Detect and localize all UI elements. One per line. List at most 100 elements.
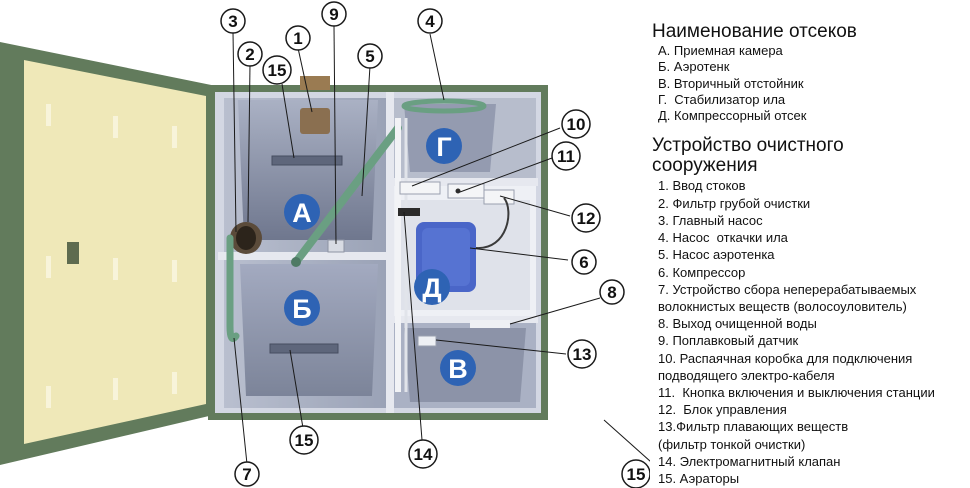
leader-line [232, 31, 237, 233]
callout-15: 15 [621, 459, 650, 488]
callout-2: 2 [237, 41, 263, 67]
compartment-item: Б. Аэротенк [658, 59, 730, 75]
callout-6: 6 [571, 249, 597, 275]
callout-9-number: 9 [329, 5, 338, 24]
coarse-filter-opening [236, 226, 256, 250]
fine-filter [417, 335, 437, 347]
callout-13: 13 [567, 339, 597, 369]
leader-line [361, 65, 371, 197]
leader-line [429, 33, 445, 101]
door-vent-slot [46, 386, 51, 408]
device-item: 7. Устройство сбора неперерабатываемых в… [658, 281, 917, 314]
door-vent-slot [113, 378, 118, 400]
aerotank-pump-head [291, 257, 301, 267]
leader-line [297, 47, 313, 113]
callout-13-number: 13 [573, 345, 592, 364]
legend-panel: Наименование отсеков А. Приемная камера … [652, 22, 968, 487]
solenoid-valve [398, 208, 420, 216]
callout-1: 1 [285, 25, 311, 51]
door-panel [24, 60, 206, 444]
partition-vertical [386, 92, 394, 413]
zone-b-label: Б [292, 294, 311, 324]
leader-line [603, 419, 650, 462]
callout-11-number: 11 [557, 147, 575, 166]
device-item: 12. Блок управления [658, 402, 787, 418]
compartment-b-back-wall [240, 264, 378, 396]
callout-8: 8 [599, 279, 625, 305]
door-vent-slot [46, 256, 51, 278]
door-handle-slot [67, 242, 79, 264]
devices-heading: Устройство очистного сооружения [652, 135, 844, 177]
callout-15: 15 [289, 425, 319, 455]
door-vent-slot [113, 116, 118, 138]
control-block [483, 189, 515, 205]
leader-line [499, 195, 571, 217]
compartment-item: Д. Компрессорный отсек [658, 108, 807, 124]
leader-line [469, 247, 569, 261]
aerator [269, 343, 339, 354]
device-item: 8. Выход очищенной воды [658, 316, 817, 332]
device-item: 5. Насос аэротенка [658, 247, 775, 263]
leader-line [509, 297, 601, 325]
compartments-list: А. Приемная камера Б. Аэротенк В. Вторич… [658, 43, 968, 124]
compartment-item: А. Приемная камера [658, 43, 783, 58]
device-item: 9. Поплавковый датчик [658, 333, 799, 349]
devices-list: 1. Ввод стоков 2. Фильтр грубой очистки … [658, 177, 968, 487]
compartment-item: В. Вторичный отстойник [658, 75, 804, 91]
zone-a-label: А [292, 198, 312, 228]
callout-5: 5 [357, 43, 383, 69]
callout-7-number: 7 [242, 465, 251, 484]
callout-14: 14 [408, 439, 438, 469]
leader-line [233, 337, 248, 465]
leader-line [289, 349, 305, 435]
callout-15-number: 15 [268, 61, 287, 80]
power-switch [447, 183, 485, 199]
callout-12: 12 [571, 203, 601, 233]
device-item: 11. Кнопка включения и выключения станци… [658, 384, 935, 400]
door-vent-slot [172, 260, 177, 282]
callout-4: 4 [417, 8, 443, 34]
device-item: 10. Распаячная коробка для подключения п… [658, 350, 913, 383]
door-vent-slot [172, 372, 177, 394]
leader-lines [232, 25, 650, 465]
callout-7: 7 [234, 461, 260, 487]
callout-6-number: 6 [579, 253, 588, 272]
partition-compressor-top [392, 178, 538, 186]
callout-8-number: 8 [607, 283, 616, 302]
callout-1-number: 1 [293, 29, 302, 48]
zone-v: В [440, 350, 476, 386]
callouts: 1 2 3 4 5 6 7 8 9 10 11 12 13 14 15 15 1… [220, 1, 650, 488]
device-item: 2. Фильтр грубой очистки [658, 195, 811, 211]
device-item: 3. Главный насос [658, 212, 763, 228]
callout-14-number: 14 [414, 445, 433, 464]
sludge-pump-ring [401, 98, 487, 114]
power-switch-button [455, 188, 461, 194]
device-item: 14. Электромагнитный клапан [658, 453, 841, 469]
leader-line [435, 339, 567, 355]
callout-2-number: 2 [245, 45, 254, 64]
callout-3: 3 [220, 8, 246, 34]
aerotank-pump-pipe [292, 124, 402, 266]
callout-12-number: 12 [577, 209, 596, 228]
callout-5-number: 5 [365, 47, 374, 66]
septic-station-cutaway-diagram: А Б В Г Д [0, 1, 650, 488]
device-item: 13.Фильтр плавающих веществ (фильтр тонк… [658, 419, 849, 452]
leader-line [403, 211, 423, 441]
partition-compressor-bottom [392, 316, 538, 323]
inlet-pipe [300, 76, 330, 90]
callout-11: 11 [551, 141, 581, 171]
zone-d-label: Д [422, 273, 441, 303]
leader-line [459, 157, 553, 193]
callout-10: 10 [561, 109, 591, 139]
door-vent-slot [46, 104, 51, 126]
zone-d: Д [414, 269, 450, 305]
junction-box [399, 181, 441, 195]
zone-labels: А Б В Г Д [284, 128, 476, 386]
clean-water-outlet [470, 320, 510, 328]
zone-g-label: Г [436, 132, 451, 162]
callout-10-number: 10 [567, 115, 586, 134]
leader-line [281, 83, 295, 159]
callout-9: 9 [321, 1, 347, 27]
device-item: 6. Компрессор [658, 264, 746, 280]
callout-15-number: 15 [627, 465, 646, 484]
